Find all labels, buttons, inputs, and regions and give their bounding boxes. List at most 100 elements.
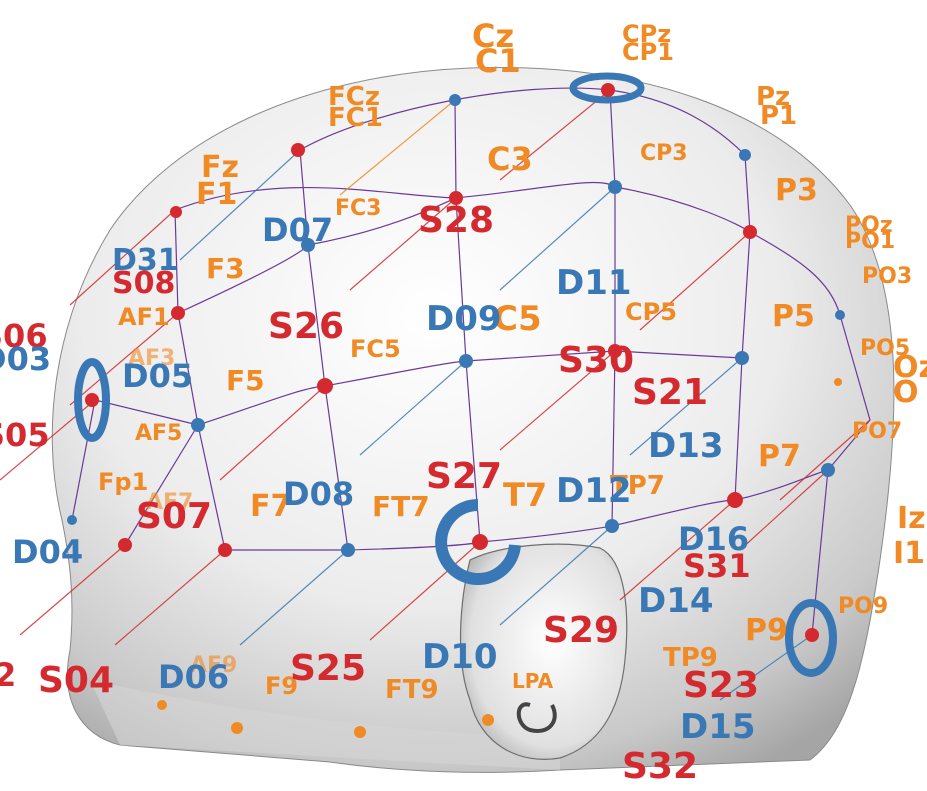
label-d08: D08 [283,475,354,513]
label-s21: S21 [632,372,708,413]
detector-dot [459,354,473,368]
label-s30: S30 [558,340,634,381]
label-s26: S26 [268,306,344,347]
label-iz: Iz [897,501,926,536]
neck-shadow [90,680,560,770]
source-dot [218,543,232,557]
label-fc5: FC5 [350,335,401,363]
label-f3: F3 [206,252,245,285]
label-d14: D14 [638,581,714,621]
detector-dot [449,94,461,106]
head-silhouette [51,67,895,773]
detector-dot [735,351,749,365]
label-t7: T7 [503,476,547,514]
label-f7: F7 [250,489,291,524]
label-d09: D09 [426,299,502,339]
reference-labels: Cz C1 CPz CP1 FCz FC1 Pz P1 Fz F1 C3 CP3… [98,17,927,705]
label-d15: D15 [680,707,756,747]
label-pz: Pz [756,82,790,112]
label-d06: D06 [158,658,229,696]
label-tp9: TP9 [663,643,718,673]
detector-dot [821,463,835,477]
label-d11: D11 [556,263,632,303]
label-af1: AF1 [118,303,170,331]
source-dot [171,306,185,320]
detector-dot [608,180,622,194]
label-cp5: CP5 [625,298,677,326]
detector-labels: D07 D31 D11 D09 D03 D05 D13 D08 D12 D16 … [0,211,756,747]
ring-t7 [435,499,521,585]
label-s2: 2 [0,656,16,694]
label-s29: S29 [543,610,619,651]
channel-lines [0,89,871,701]
label-ft9: FT9 [385,675,439,705]
ring-cpz [569,72,645,104]
ear-canal [516,702,557,733]
source-dot [743,225,757,239]
label-s04: S04 [38,660,114,701]
source-dot [608,344,622,358]
label-f9: F9 [265,672,298,700]
label-d12: D12 [556,471,632,511]
label-oz: Oz [893,350,927,385]
detector-dot [301,238,315,252]
label-ft7: FT7 [372,490,430,523]
highlight-rings [74,72,837,677]
detector-dot [605,519,619,533]
label-fz: Fz [201,150,239,185]
label-s32: S32 [622,746,698,787]
label-s06: S06 [0,317,48,355]
label-cz: Cz [472,17,514,55]
label-d04: D04 [12,533,83,571]
source-dot [317,378,333,394]
reference-dot [354,726,366,738]
label-p1: P1 [760,101,797,131]
label-cp1: CP1 [622,38,674,66]
ear [459,543,628,760]
label-d03: D03 [0,340,51,378]
label-s27: S27 [426,456,502,497]
label-s08: S08 [112,266,175,301]
label-s25: S25 [290,648,366,689]
source-dot [601,83,615,97]
label-fcz: FCz [328,82,380,112]
label-d10: D10 [422,637,498,677]
label-o: O [893,375,919,410]
label-c5: C5 [493,299,542,339]
source-labels: S28 S08 S26 S06 S30 S21 S05 S27 S07 S31 … [0,200,759,787]
label-po3: PO3 [862,264,912,289]
label-po7: PO7 [852,419,902,444]
reference-dot [157,700,167,710]
label-af3: AF3 [128,346,175,371]
label-fc3: FC3 [335,196,381,221]
label-d07: D07 [262,211,333,249]
source-dot [170,206,182,218]
label-po1: PO1 [845,229,895,254]
label-s07: S07 [136,496,212,537]
label-cp3: CP3 [640,141,688,166]
ring-p9 [785,599,837,677]
label-c3: C3 [487,140,533,178]
label-i1: I1 [893,536,925,571]
label-fp1: Fp1 [98,468,148,496]
label-p3: P3 [775,173,818,208]
label-p5: P5 [772,299,815,334]
label-s28: S28 [418,200,494,241]
label-p9: P9 [745,613,788,648]
label-lpa: LPA [512,669,554,693]
reference-dot [482,714,494,726]
label-s05: S05 [0,416,50,454]
label-af9: AF9 [190,653,237,678]
optode-dots [67,83,845,738]
label-po5: PO5 [860,336,910,361]
detector-dot [67,515,77,525]
detector-dot [191,418,205,432]
source-dot [727,492,743,508]
label-s31: S31 [683,547,751,585]
detector-dot [341,543,355,557]
reference-dot [834,378,842,386]
ring-front [74,358,110,442]
source-dot [291,143,305,157]
reference-dot [231,722,243,734]
